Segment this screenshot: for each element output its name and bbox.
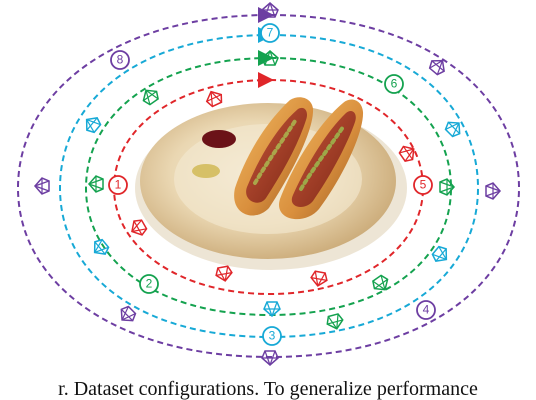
orbit-label-text: 8	[117, 53, 124, 67]
orbit-label-text: 3	[269, 329, 276, 343]
camera-icon	[120, 305, 137, 322]
camera-icon	[439, 178, 455, 196]
camera-icon	[85, 117, 102, 134]
camera-icon	[372, 274, 389, 291]
orbit-label-7: 7	[260, 23, 280, 43]
camera-icon	[131, 219, 148, 236]
orbit-label-8: 8	[110, 50, 130, 70]
orbit-label-text: 1	[115, 178, 122, 192]
orbit-label-text: 5	[420, 178, 427, 192]
plate-with-hotdogs	[135, 97, 407, 270]
camera-icon	[485, 182, 501, 200]
camera-icon	[263, 301, 281, 317]
camera-icon	[215, 265, 233, 282]
orbit-label-text: 7	[267, 26, 274, 40]
camera-icon	[428, 59, 445, 76]
orbit-label-5: 5	[413, 175, 433, 195]
orbit-label-6: 6	[384, 74, 404, 94]
orbit-label-2: 2	[139, 274, 159, 294]
camera-icon	[398, 145, 415, 162]
camera-icon	[261, 350, 279, 366]
ketchup-blob	[202, 130, 236, 148]
hotdog-right	[279, 99, 364, 220]
camera-icon	[261, 50, 279, 66]
camera-icon	[205, 90, 223, 108]
orbit-label-3: 3	[262, 326, 282, 346]
figure-caption: r. Dataset configurations. To generalize…	[58, 378, 478, 400]
camera-icon	[142, 89, 159, 106]
camera-icon	[326, 313, 344, 330]
camera-icon	[310, 270, 328, 287]
camera-icon	[88, 175, 104, 193]
orbit-label-text: 2	[146, 277, 153, 291]
orbit-label-text: 6	[391, 77, 398, 91]
camera-icon	[261, 2, 279, 18]
orbit-label-4: 4	[416, 300, 436, 320]
camera-icon	[93, 238, 110, 255]
orbit-labels: 1 2 3 4 5 6 7 8	[108, 23, 436, 346]
orbit-label-1: 1	[108, 175, 128, 195]
camera-icon	[444, 121, 461, 138]
orbit-label-text: 4	[423, 303, 430, 317]
purple-orbit	[16, 7, 521, 359]
camera-icon	[34, 177, 50, 195]
camera-icon	[431, 245, 448, 262]
red-orbit	[112, 72, 425, 296]
hotdog-left	[234, 97, 314, 216]
camera-icons	[34, 2, 501, 366]
mustard-blob	[192, 164, 220, 178]
